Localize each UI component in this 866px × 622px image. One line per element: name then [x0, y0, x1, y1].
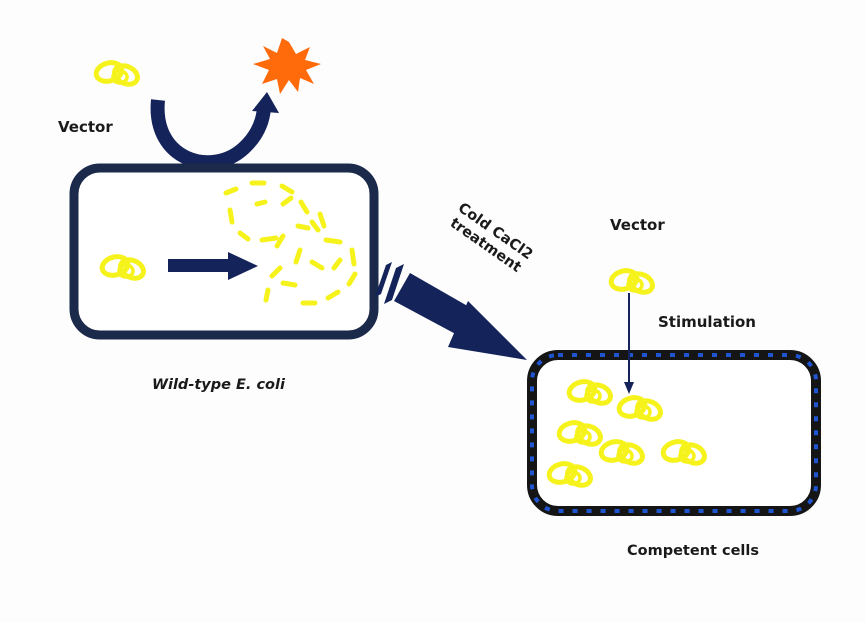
straight-arrow-icon [168, 259, 230, 272]
plasmid-icon [609, 268, 655, 296]
stimulation-arrow-head [624, 382, 634, 394]
vector-label: Vector [58, 118, 113, 136]
stimulation-label: Stimulation [658, 313, 756, 331]
membrane-pores [530, 353, 818, 513]
vector-label-right: Vector [610, 216, 665, 234]
competent-cell [527, 350, 821, 516]
competent-cells-label: Competent cells [627, 543, 759, 559]
straight-arrow-head [228, 252, 258, 280]
wild-type-cell [69, 163, 379, 340]
curved-arrow-head [252, 92, 279, 113]
burst-icon [253, 38, 321, 94]
curved-arrow-icon [150, 99, 271, 170]
wild-type-label: Wild-type E. coli [152, 377, 285, 393]
degraded-plasmid-icon [223, 180, 358, 306]
treatment-arrow-icon [375, 262, 527, 360]
plasmid-icon [94, 60, 140, 88]
